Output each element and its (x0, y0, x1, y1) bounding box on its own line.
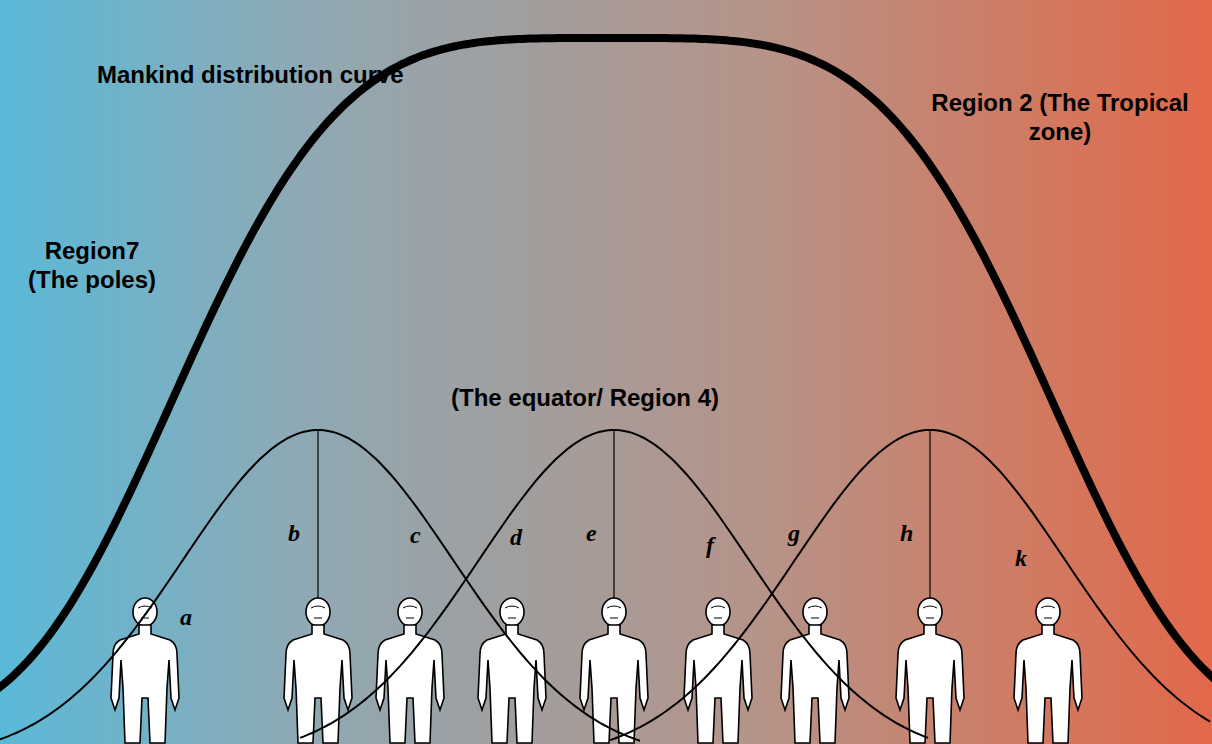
region-label: Region7 (The poles) (22, 236, 162, 294)
figure-letter: a (180, 604, 192, 630)
region-label: Region 2 (The Tropical zone) (915, 88, 1205, 146)
peak-line (929, 430, 930, 598)
group-curve (0, 430, 640, 741)
figure-letter: c (410, 522, 421, 548)
human-figure (376, 598, 444, 743)
figure-letter: g (788, 520, 800, 546)
human-figure (896, 598, 964, 743)
region-label: (The equator/ Region 4) (451, 383, 719, 412)
figure-letter: k (1015, 545, 1027, 571)
group-curve (300, 430, 928, 738)
human-figure (580, 598, 648, 743)
human-figure (1014, 598, 1082, 743)
figure-letter: h (900, 520, 913, 546)
group-curve (610, 430, 1210, 740)
figure-letter: d (510, 524, 522, 550)
figure-letter: e (586, 520, 597, 546)
figure-letter: f (706, 532, 714, 558)
human-figure (684, 598, 752, 743)
human-figure (284, 598, 352, 743)
mankind-curve (0, 38, 1212, 694)
human-figure (111, 598, 179, 743)
peak-line (613, 430, 614, 598)
curve-label: Mankind distribution curve (97, 60, 404, 89)
figure-letter: b (288, 520, 300, 546)
peak-line (317, 430, 318, 598)
